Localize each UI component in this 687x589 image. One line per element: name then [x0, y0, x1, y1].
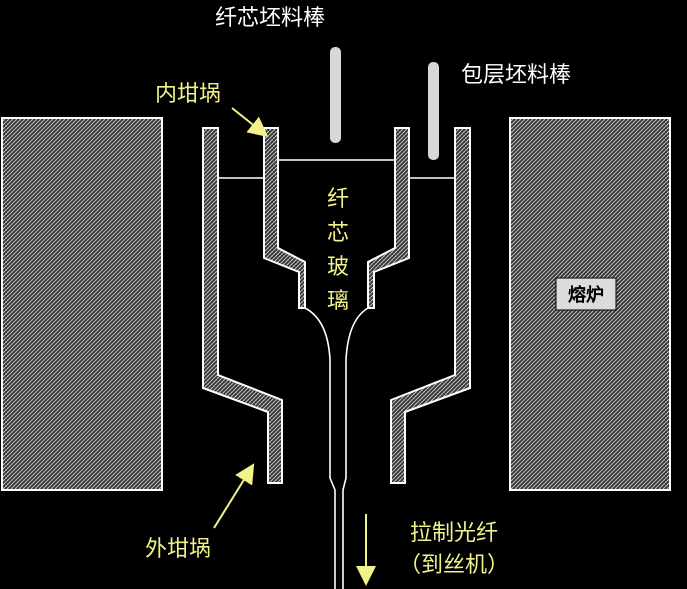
furnace-label-box — [555, 277, 617, 311]
cladding-rod-label: 包层坯料棒 — [461, 63, 571, 88]
outer-crucible-label: 外坩埚 — [145, 537, 211, 562]
cladding-rod — [428, 62, 439, 160]
core-glass-char-2: 芯 — [327, 221, 349, 246]
inner-crucible-label: 内坩埚 — [155, 82, 221, 107]
outer-crucible-left-wall — [202, 127, 283, 484]
draw-fiber-sublabel: （到丝机） — [399, 553, 509, 578]
core-glass-label: 纤 芯 玻 璃 — [327, 187, 349, 314]
core-glass-char-4: 璃 — [327, 289, 349, 314]
glass-flow-left — [304, 307, 336, 589]
core-rod-label: 纤芯坯料棒 — [215, 6, 325, 31]
inner-crucible-right-wall — [367, 127, 410, 309]
glass-flow-right — [342, 307, 369, 589]
draw-fiber-label: 拉制光纤 — [410, 521, 498, 546]
outer-crucible-right-wall — [390, 127, 471, 484]
core-glass-char-1: 纤 — [327, 187, 349, 212]
inner-crucible-arrow — [231, 107, 269, 137]
furnace-left — [1, 117, 163, 491]
inner-crucible-left-wall — [263, 127, 306, 309]
outer-crucible-arrow — [213, 463, 255, 529]
core-glass-char-3: 玻 — [327, 255, 349, 280]
core-rod — [330, 47, 341, 143]
furnace-label: 熔炉 — [568, 284, 604, 306]
